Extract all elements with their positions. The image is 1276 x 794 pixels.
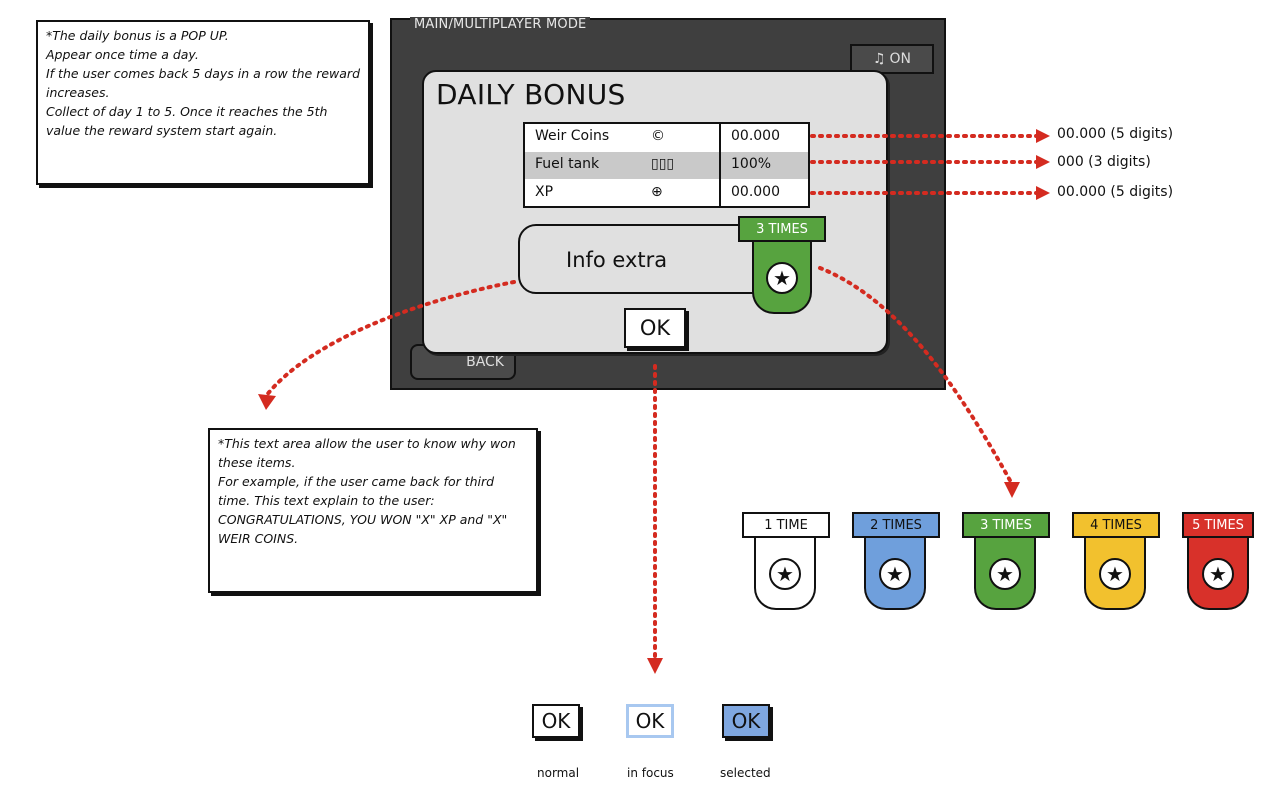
value-note-xp: 00.000 (5 digits) (1057, 184, 1174, 200)
annotation-daily-bonus: *The daily bonus is a POP UP. Appear onc… (36, 20, 370, 185)
coin-icon: © (651, 128, 665, 144)
badge-label: 4 TIMES (1072, 512, 1160, 538)
note-line: If the user comes back 5 days in a row t… (46, 66, 361, 100)
ok-state-selected[interactable]: OK (722, 704, 770, 738)
star-medal-icon: ★ (1099, 558, 1131, 590)
popup-title: DAILY BONUS (436, 78, 626, 111)
daily-bonus-popup: DAILY BONUS (422, 70, 888, 354)
reward-row-coins: Weir Coins © 00.000 (525, 124, 808, 151)
reward-value: 00.000 (731, 184, 780, 200)
star-medal-icon: ★ (769, 558, 801, 590)
arrowhead-coins (1036, 129, 1050, 143)
streak-badge-2: ★ 2 TIMES (852, 512, 940, 610)
fuel-tank-icon: ▯▯▯ (651, 156, 675, 172)
streak-badge-4: ★ 4 TIMES (1072, 512, 1160, 610)
star-medal-icon: ★ (989, 558, 1021, 590)
badge-label: 2 TIMES (852, 512, 940, 538)
arrowhead-xp (1036, 186, 1050, 200)
ok-state-caption: selected (720, 766, 771, 780)
ok-state-caption: normal (537, 766, 580, 780)
streak-badge-3: ★ 3 TIMES (962, 512, 1050, 610)
arrowhead-ok (647, 658, 663, 674)
music-note-icon: ♫ (872, 51, 886, 67)
note-line: *The daily bonus is a POP UP. (46, 28, 229, 43)
xp-icon: ⊕ (651, 184, 663, 200)
badge-label: 5 TIMES (1182, 512, 1254, 538)
value-note-fuel: 000 (3 digits) (1057, 154, 1151, 170)
badge-label: 3 TIMES (962, 512, 1050, 538)
info-extra-area: Info extra (518, 224, 774, 294)
music-toggle-label: ON (889, 51, 912, 67)
note-line: Appear once time a day. (46, 47, 199, 62)
reward-label: Weir Coins (535, 128, 610, 144)
note-line: For example, if the user came back for t… (218, 474, 495, 508)
star-medal-icon: ★ (879, 558, 911, 590)
star-medal-icon: ★ (1202, 558, 1234, 590)
screen-title: MAIN/MULTIPLAYER MODE (410, 17, 591, 32)
reward-value: 100% (731, 156, 772, 172)
ok-state-focus[interactable]: OK (626, 704, 674, 738)
ok-state-normal[interactable]: OK (532, 704, 580, 738)
star-medal-icon: ★ (766, 262, 798, 294)
reward-label: XP (535, 184, 554, 200)
badge-label: 3 TIMES (738, 216, 826, 242)
arrowhead-badges (1004, 482, 1020, 498)
back-label: BACK (466, 354, 504, 370)
annotation-info-extra: *This text area allow the user to know w… (208, 428, 538, 593)
note-line: CONGRATULATIONS, YOU WON "X" XP and "X" … (218, 512, 508, 546)
reward-row-fuel: Fuel tank ▯▯▯ 100% (525, 152, 808, 179)
column-divider (719, 122, 721, 208)
value-note-coins: 00.000 (5 digits) (1057, 126, 1174, 142)
reward-value: 00.000 (731, 128, 780, 144)
streak-badge-5: ★ 5 TIMES (1182, 512, 1254, 610)
streak-badge-1: ★ 1 TIME (742, 512, 830, 610)
arrowhead-info (258, 394, 276, 410)
info-extra-label: Info extra (566, 248, 668, 272)
rewards-table: Weir Coins © 00.000 Fuel tank ▯▯▯ 100% X… (523, 122, 810, 208)
music-toggle-button[interactable]: ♫ ON (850, 44, 934, 74)
ok-state-caption: in focus (627, 766, 674, 780)
badge-label: 1 TIME (742, 512, 830, 538)
ok-button[interactable]: OK (624, 308, 686, 348)
reward-label: Fuel tank (535, 156, 600, 172)
badge-body (754, 536, 816, 610)
badge-body (1187, 536, 1249, 610)
popup-streak-badge: ★ 3 TIMES (738, 216, 826, 314)
reward-row-xp: XP ⊕ 00.000 (525, 180, 808, 207)
note-line: Collect of day 1 to 5. Once it reaches t… (46, 104, 328, 138)
note-line: *This text area allow the user to know w… (218, 436, 516, 470)
arrowhead-fuel (1036, 155, 1050, 169)
